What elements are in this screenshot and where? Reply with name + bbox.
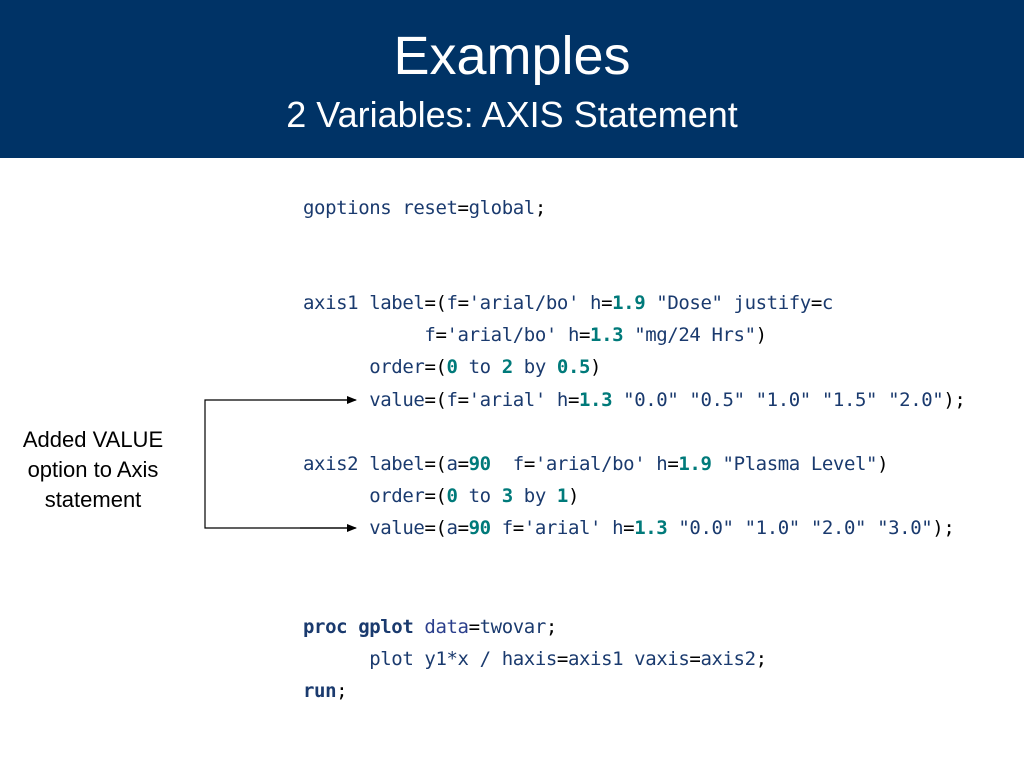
code-block: goptions reset=global; axis1 label=(f='a… (303, 192, 966, 702)
callout-line-1: Added VALUE (22, 427, 164, 452)
code-line-3: f='arial/bo' h=1.3 "mg/24 Hrs") (303, 324, 767, 346)
code-line-1: goptions reset=global; (303, 197, 546, 219)
code-line-5: value=(f='arial' h=1.3 "0.0" "0.5" "1.0"… (303, 389, 966, 411)
callout-line-3: statement (44, 487, 142, 512)
code-line-8: value=(a=90 f='arial' h=1.3 "0.0" "1.0" … (303, 517, 955, 539)
code-line-4: order=(0 to 2 by 0.5) (303, 356, 602, 378)
slide-subtitle: 2 Variables: AXIS Statement (286, 94, 738, 135)
code-line-9: proc gplot data=twovar; (303, 616, 557, 638)
code-line-10: plot y1*x / haxis=axis1 vaxis=axis2; (303, 648, 767, 670)
code-line-11: run; (303, 680, 348, 702)
slide-header: Examples 2 Variables: AXIS Statement (0, 0, 1024, 158)
callout-text: Added VALUE option to Axis statement (0, 425, 186, 515)
code-line-2: axis1 label=(f='arial/bo' h=1.9 "Dose" j… (303, 292, 833, 314)
callout-line-2: option to Axis (27, 457, 159, 482)
callout-bracket (204, 399, 355, 529)
code-line-7: order=(0 to 3 by 1) (303, 485, 580, 507)
slide-title: Examples (393, 26, 631, 86)
code-line-6: axis2 label=(a=90 f='arial/bo' h=1.9 "Pl… (303, 453, 889, 475)
